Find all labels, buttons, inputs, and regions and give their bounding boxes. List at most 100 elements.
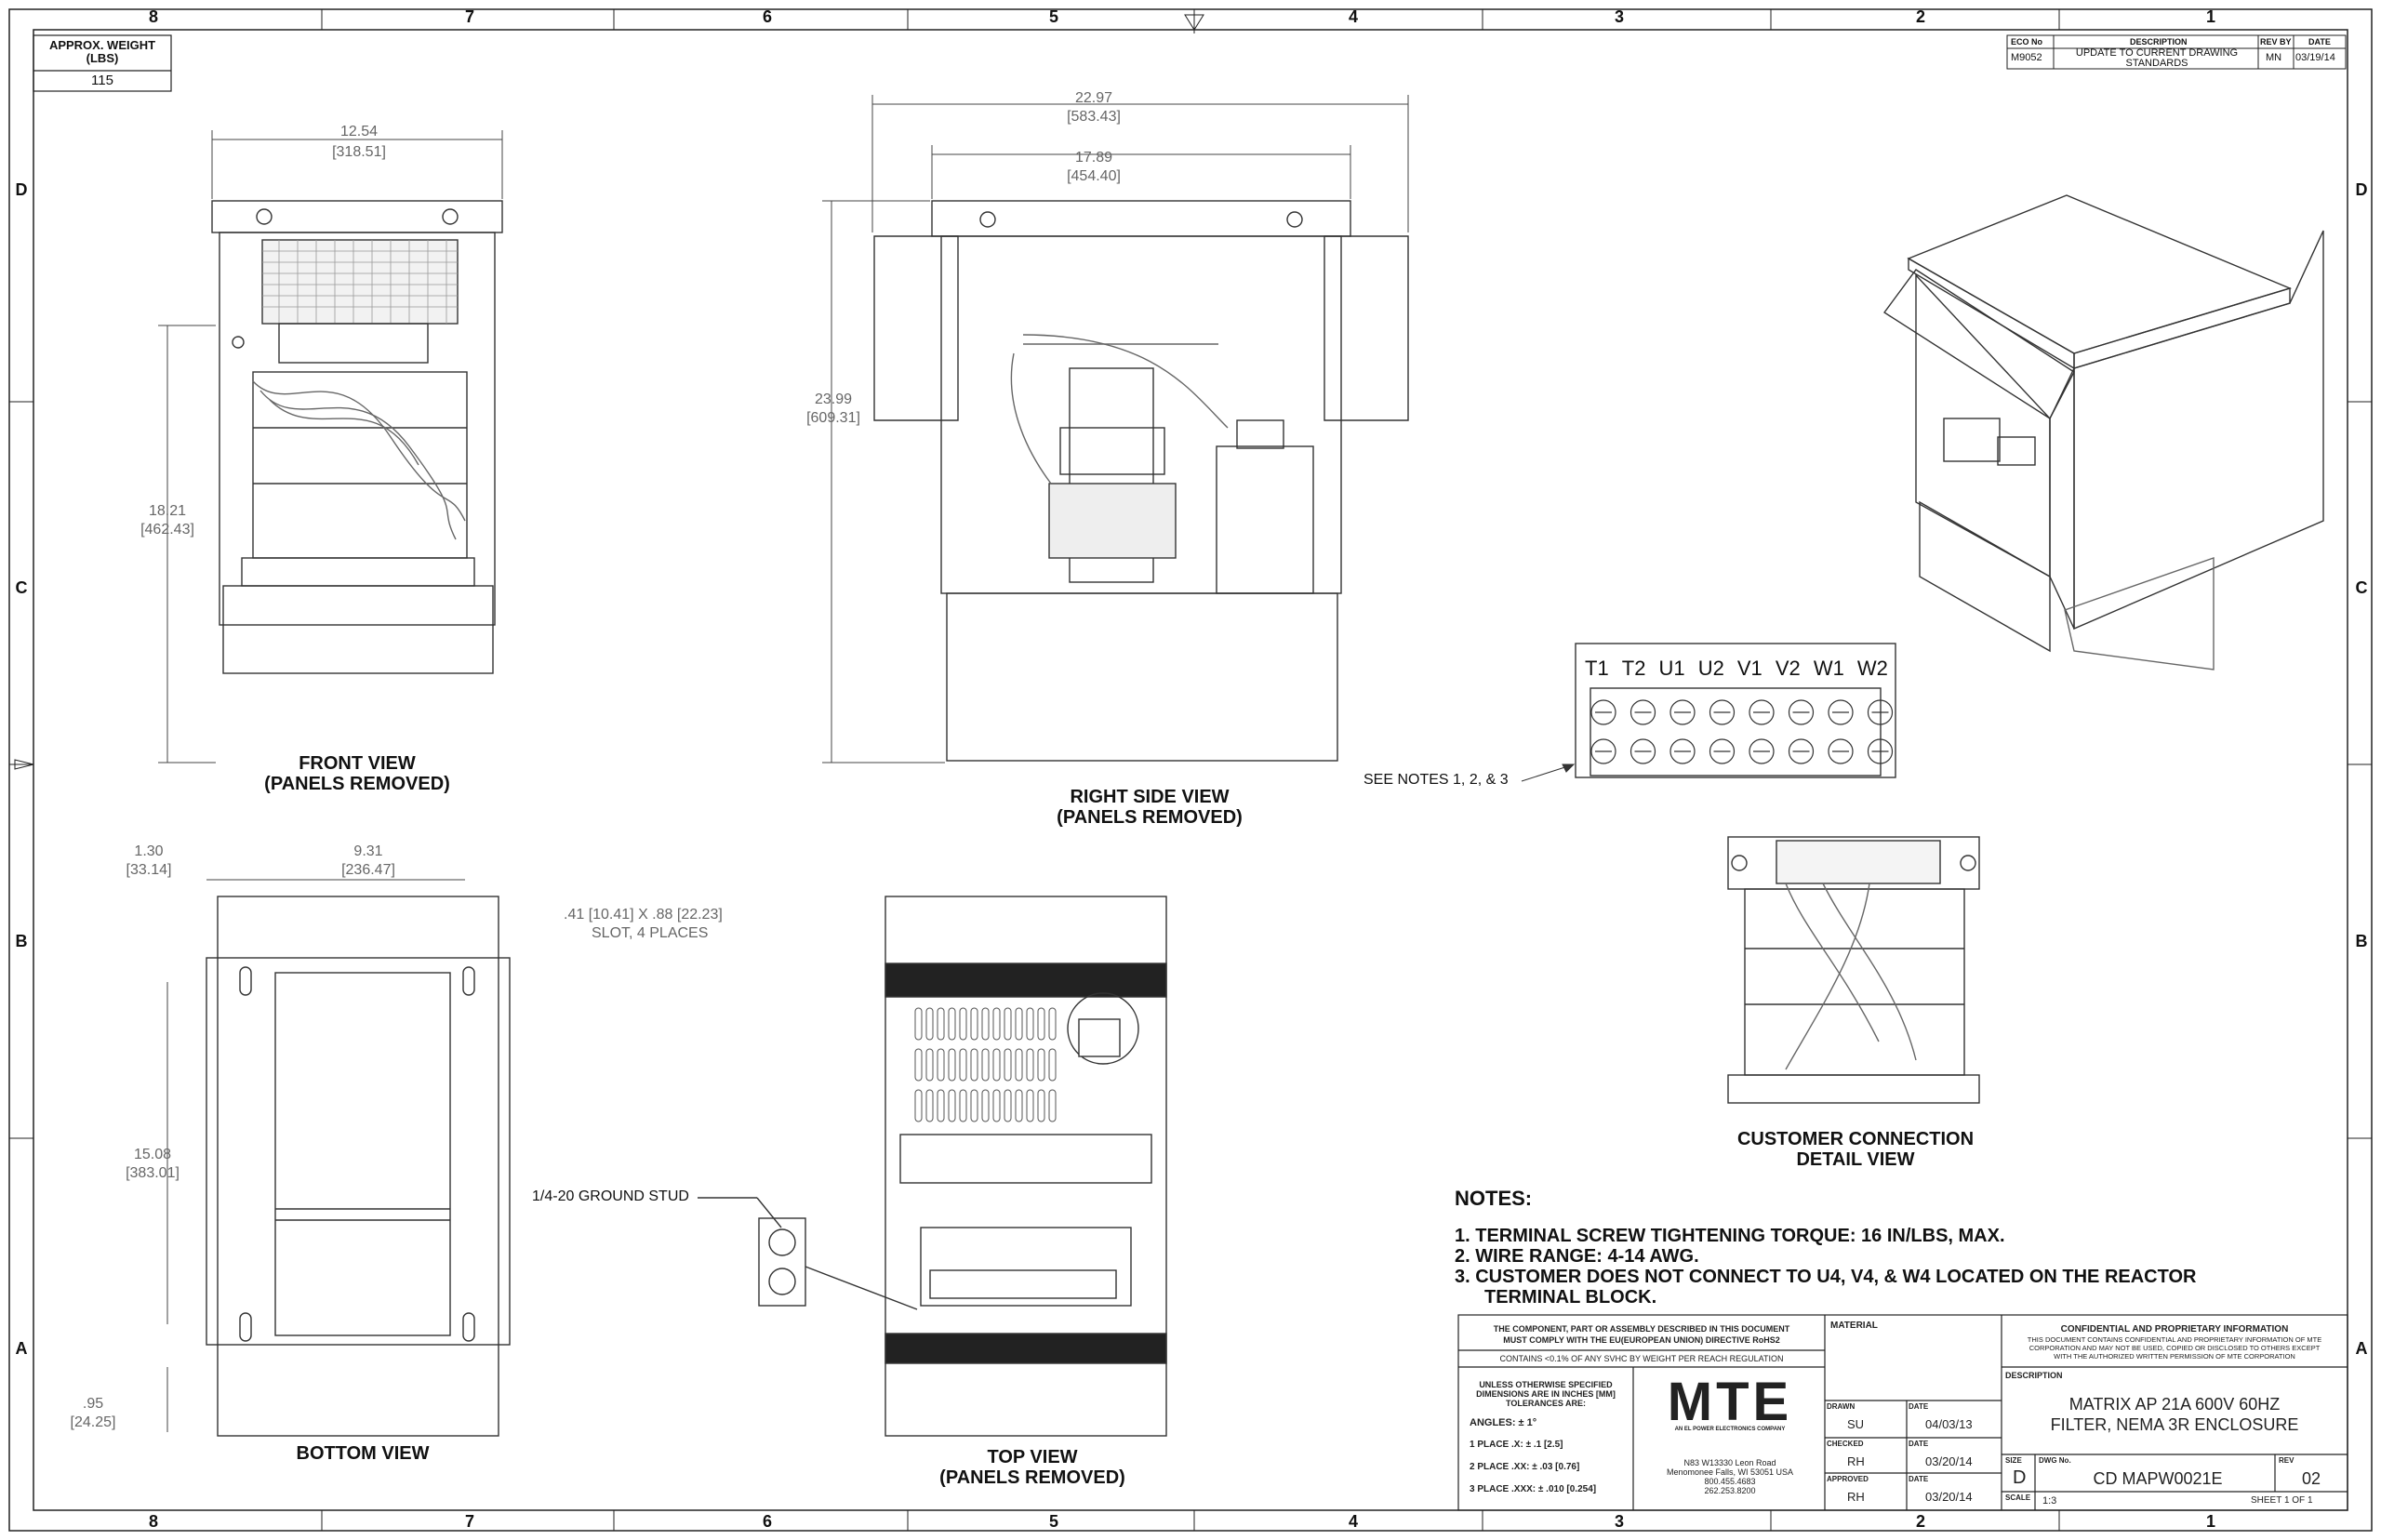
isometric-view-drawing [1882, 194, 2324, 670]
zone-col-5-bottom: 5 [1048, 1512, 1058, 1531]
rev-header-date: DATE [2308, 37, 2331, 46]
zone-col-3-bottom: 3 [1614, 1512, 1624, 1531]
dim-side-height-mm: [609.31] [806, 410, 860, 426]
vent-slot [937, 1089, 945, 1122]
zone-row-b-right: B [2355, 932, 2368, 950]
vent-slot [914, 1089, 923, 1122]
reach-line: CONTAINS <0.1% OF ANY SVHC BY WEIGHT PER… [1499, 1354, 1784, 1363]
terminal-label-w2: W2 [1856, 657, 1888, 680]
zone-col-8-bottom: 8 [148, 1512, 158, 1531]
callout-leader [1521, 763, 1576, 782]
vent-slot [1037, 1089, 1045, 1122]
zone-col-4-bottom: 4 [1348, 1512, 1358, 1531]
dim-bottom-span-mm: [236.47] [341, 862, 395, 878]
vent-slot [1004, 1048, 1012, 1082]
scale-label: SCALE [2005, 1494, 2031, 1502]
zone-col-6-top: 6 [762, 7, 772, 26]
approved-date-label: DATE [1909, 1475, 1929, 1483]
address-line-2: Menomonee Falls, WI 53051 USA [1666, 1467, 1794, 1477]
detail-view-title: CUSTOMER CONNECTION [1736, 1129, 1975, 1149]
vent-slot [1004, 1007, 1012, 1041]
detail-view-subtitle: DETAIL VIEW [1796, 1149, 1915, 1170]
vent-slot [925, 1007, 934, 1041]
description-label: DESCRIPTION [2005, 1371, 2063, 1380]
zone-col-1-top: 1 [2205, 7, 2215, 26]
rev-header-by: REV BY [2260, 37, 2292, 46]
zone-row-b-left: B [15, 932, 28, 950]
weight-box [33, 34, 172, 92]
mte-logo: MTE [1667, 1372, 1793, 1432]
vent-slot [992, 1089, 1001, 1122]
drawn-date: 04/03/13 [1925, 1417, 1973, 1431]
size-label: SIZE [2005, 1456, 2022, 1465]
vent-slot [937, 1007, 945, 1041]
vent-slot [992, 1048, 1001, 1082]
rev-header-eco: ECO No [2011, 37, 2043, 46]
right-view-title: RIGHT SIDE VIEW [1070, 787, 1230, 807]
tolerance-title-3: TOLERANCES ARE: [1505, 1399, 1586, 1408]
drawn-date-label: DATE [1909, 1402, 1929, 1411]
terminal-strip-drawing [1575, 643, 1896, 778]
address-line-1: N83 W13330 Leon Road [1683, 1458, 1776, 1467]
note-3-cont: TERMINAL BLOCK. [1484, 1287, 1657, 1308]
confidential-title: CONFIDENTIAL AND PROPRIETARY INFORMATION [2060, 1324, 2289, 1334]
vent-slot [1015, 1089, 1023, 1122]
phone-line-1: 800.455.4683 [1704, 1477, 1756, 1486]
note-3: 3. CUSTOMER DOES NOT CONNECT TO U4, V4, … [1455, 1267, 2197, 1287]
vent-slot [981, 1089, 990, 1122]
checked-date: 03/20/14 [1925, 1454, 1973, 1468]
vent-slot [970, 1048, 978, 1082]
terminal-screw [1828, 699, 1854, 725]
rev-eco: M9052 [2011, 52, 2042, 63]
dim-front-width-in: 12.54 [339, 124, 379, 139]
terminal-screw [1828, 738, 1854, 764]
zone-col-6-bottom: 6 [762, 1512, 772, 1531]
weight-title: APPROX. WEIGHT (LBS) [48, 38, 156, 65]
dim-front-width-mm: [318.51] [332, 144, 386, 160]
approved-date: 03/20/14 [1925, 1490, 1973, 1504]
vent-slot [981, 1007, 990, 1041]
tolerance-1-place: 1 PLACE .X: ± .1 [2.5] [1470, 1440, 1563, 1450]
front-view-subtitle: (PANELS REMOVED) [264, 774, 450, 794]
front-view-drawing [211, 200, 503, 674]
rev-value: 02 [2301, 1469, 2321, 1488]
top-view-subtitle: (PANELS REMOVED) [939, 1467, 1125, 1488]
vent-slot [959, 1007, 967, 1041]
dim-bottom-offset-mm: [33.14] [126, 862, 172, 878]
checked-label: CHECKED [1827, 1440, 1864, 1448]
terminal-screw [1749, 738, 1775, 764]
notes-heading: NOTES: [1455, 1187, 1533, 1210]
vent-slot [1037, 1007, 1045, 1041]
material-label: MATERIAL [1830, 1321, 1878, 1331]
tolerance-title-2: DIMENSIONS ARE IN INCHES [MM] [1476, 1389, 1616, 1399]
terminal-label-u1: U1 [1658, 657, 1685, 680]
vent-slot [948, 1007, 956, 1041]
approved-label: APPROVED [1827, 1475, 1869, 1483]
zone-col-7-top: 7 [464, 7, 474, 26]
zone-row-c-left: C [15, 578, 28, 597]
vent-slot [925, 1048, 934, 1082]
checked-date-label: DATE [1909, 1440, 1929, 1448]
zone-row-c-right: C [2355, 578, 2368, 597]
confidential-line-1: THIS DOCUMENT CONTAINS CONFIDENTIAL AND … [2027, 1335, 2322, 1344]
terminal-label-t2: T2 [1621, 657, 1646, 680]
vent-slot [937, 1048, 945, 1082]
terminal-screw [1867, 699, 1894, 725]
dwg-no-label: DWG No. [2039, 1456, 2071, 1465]
zone-col-8-top: 8 [148, 7, 158, 26]
description-line-1: MATRIX AP 21A 600V 60HZ [2068, 1395, 2281, 1414]
top-view-title: TOP VIEW [987, 1447, 1078, 1467]
ground-stud-drawing [698, 1197, 918, 1310]
vent-slot [970, 1089, 978, 1122]
dim-front-height-mm: [462.43] [140, 522, 194, 538]
vent-slot [992, 1007, 1001, 1041]
see-notes-callout: SEE NOTES 1, 2, & 3 [1363, 772, 1509, 788]
note-1: 1. TERMINAL SCREW TIGHTENING TORQUE: 16 … [1455, 1226, 2005, 1246]
drawing-border [8, 8, 2373, 1532]
rev-label: REV [2279, 1456, 2295, 1465]
dim-side-height-in: 23.99 [814, 392, 853, 407]
confidential-line-3: WITH THE AUTHORIZED WRITTEN PERMISSION O… [2054, 1352, 2295, 1361]
zone-col-7-bottom: 7 [464, 1512, 474, 1531]
